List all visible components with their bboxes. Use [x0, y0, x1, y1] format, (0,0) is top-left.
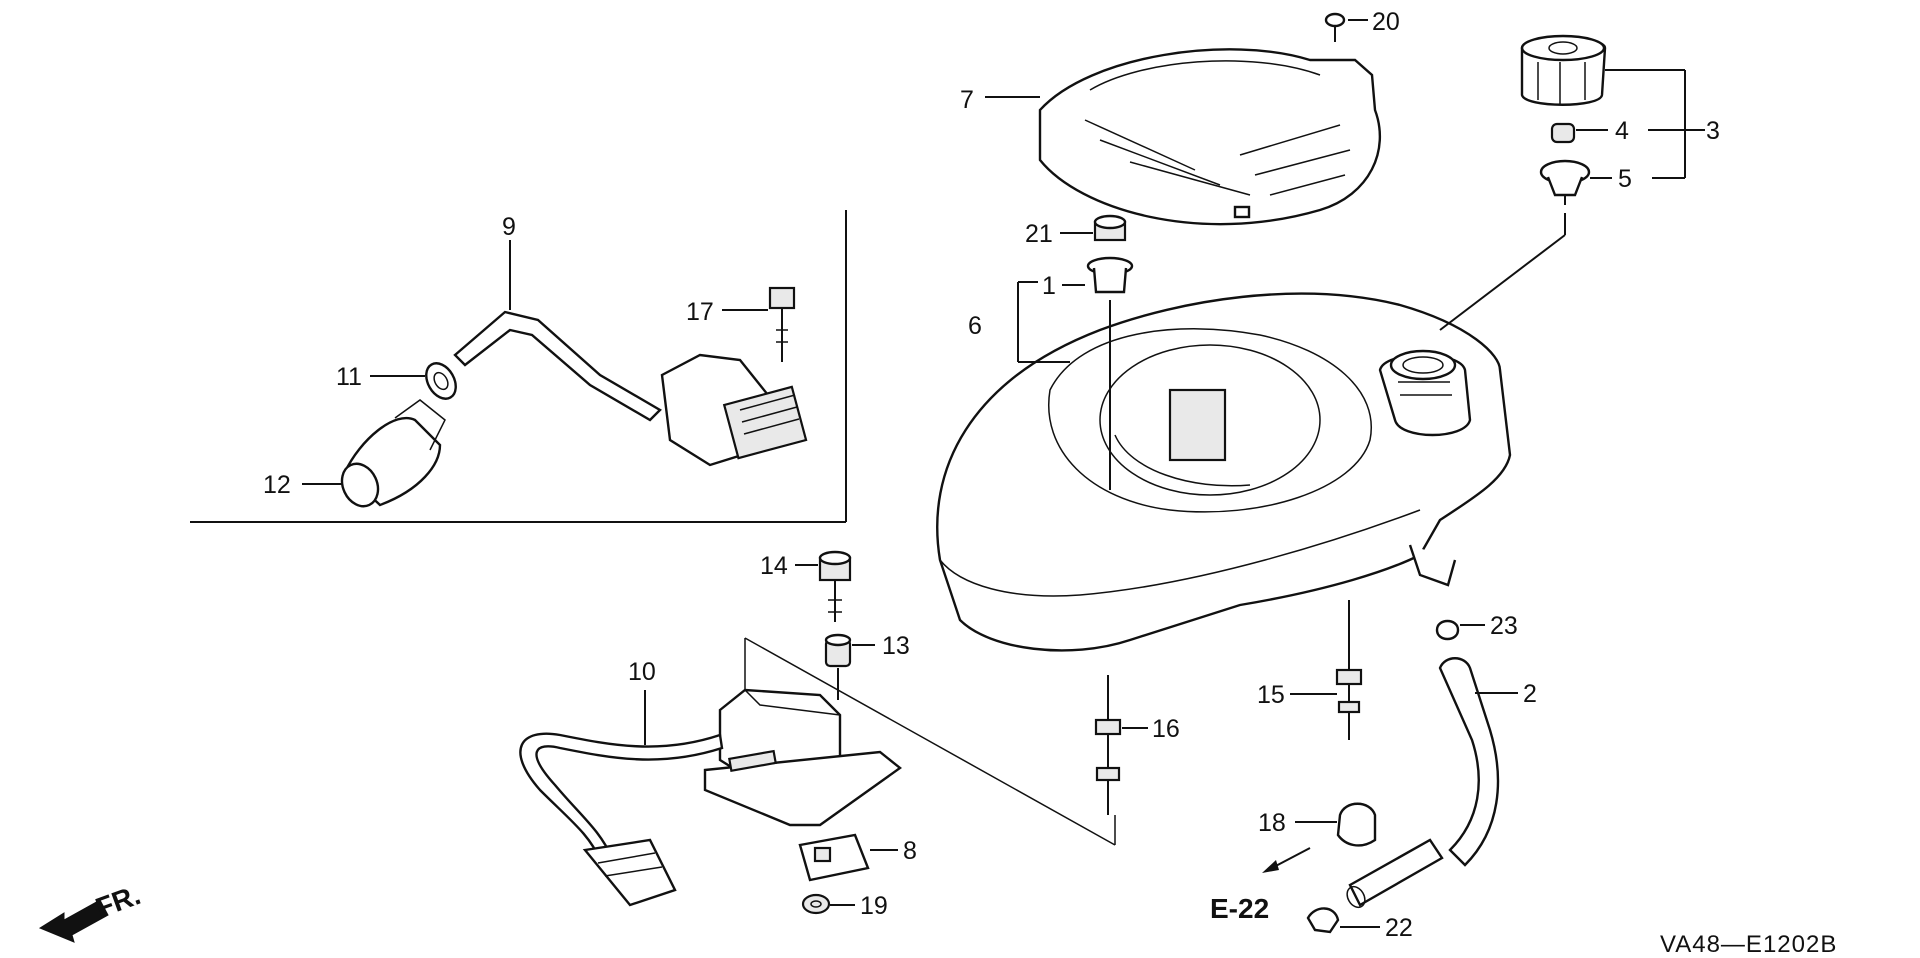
ignition-coil[interactable] — [703, 688, 902, 827]
ignition-cord[interactable] — [519, 732, 724, 907]
reference-label[interactable]: E-22 — [1210, 893, 1269, 924]
hose-clip[interactable] — [1435, 619, 1460, 641]
callout-19[interactable]: 19 — [860, 892, 888, 920]
callout-11[interactable]: 11 — [336, 363, 362, 391]
callouts: 7 20 3 4 5 21 1 6 9 17 11 12 14 13 10 8 … — [263, 8, 1720, 942]
front-label: FR. — [91, 879, 144, 924]
screw-part[interactable] — [1324, 12, 1346, 42]
tube-clamp[interactable] — [1336, 802, 1377, 847]
fuel-clip[interactable] — [1306, 907, 1340, 934]
inset-frame — [190, 210, 847, 523]
flange-nut[interactable] — [1093, 214, 1127, 242]
callout-21[interactable]: 21 — [1025, 220, 1053, 248]
high-tension-cord[interactable] — [453, 310, 662, 422]
collar[interactable] — [824, 633, 852, 668]
callout-10[interactable]: 10 — [628, 658, 656, 686]
callout-12[interactable]: 12 — [263, 471, 291, 499]
callout-6[interactable]: 6 — [968, 312, 982, 340]
callout-18[interactable]: 18 — [1258, 809, 1286, 837]
callout-9[interactable]: 9 — [502, 213, 516, 241]
callout-20[interactable]: 20 — [1372, 8, 1400, 36]
callout-23[interactable]: 23 — [1490, 612, 1518, 640]
stud-bolt-a[interactable] — [1335, 633, 1363, 740]
grommet[interactable] — [1086, 256, 1134, 294]
callout-17[interactable]: 17 — [686, 298, 714, 326]
diagram-code: VA48—E1202B — [1660, 931, 1837, 958]
callout-5[interactable]: 5 — [1618, 165, 1632, 193]
leader-lines — [302, 19, 1705, 928]
front-arrow-icon: FR. — [38, 879, 144, 943]
flange-bolt[interactable] — [818, 550, 852, 622]
callout-2[interactable]: 2 — [1523, 680, 1537, 708]
recoil-starter-cover[interactable] — [1038, 48, 1382, 226]
cap-seal[interactable] — [1550, 122, 1576, 144]
bolt-inset[interactable] — [768, 286, 796, 362]
callout-15[interactable]: 15 — [1257, 681, 1285, 709]
stud-bolt-b[interactable] — [1094, 695, 1122, 815]
fuel-cap[interactable] — [1520, 34, 1607, 106]
fan-cover-fuel-tank[interactable] — [936, 292, 1512, 652]
flange-nut-small[interactable] — [801, 893, 831, 915]
callout-1[interactable]: 1 — [1042, 272, 1056, 300]
callout-13[interactable]: 13 — [882, 632, 910, 660]
plug-cap[interactable] — [335, 399, 446, 512]
callout-3[interactable]: 3 — [1706, 117, 1720, 145]
callout-14[interactable]: 14 — [760, 552, 788, 580]
callout-22[interactable]: 22 — [1385, 914, 1413, 942]
bracket[interactable] — [798, 833, 870, 882]
fuel-tube[interactable] — [1344, 657, 1500, 910]
spring-washer[interactable] — [420, 358, 462, 404]
ignition-coil-inset[interactable] — [660, 353, 808, 467]
callout-4[interactable]: 4 — [1615, 117, 1629, 145]
callout-7[interactable]: 7 — [960, 86, 974, 114]
cap-strainer[interactable] — [1539, 159, 1591, 205]
reference-arrow — [1262, 847, 1311, 873]
callout-16[interactable]: 16 — [1152, 715, 1180, 743]
callout-8[interactable]: 8 — [903, 837, 917, 865]
